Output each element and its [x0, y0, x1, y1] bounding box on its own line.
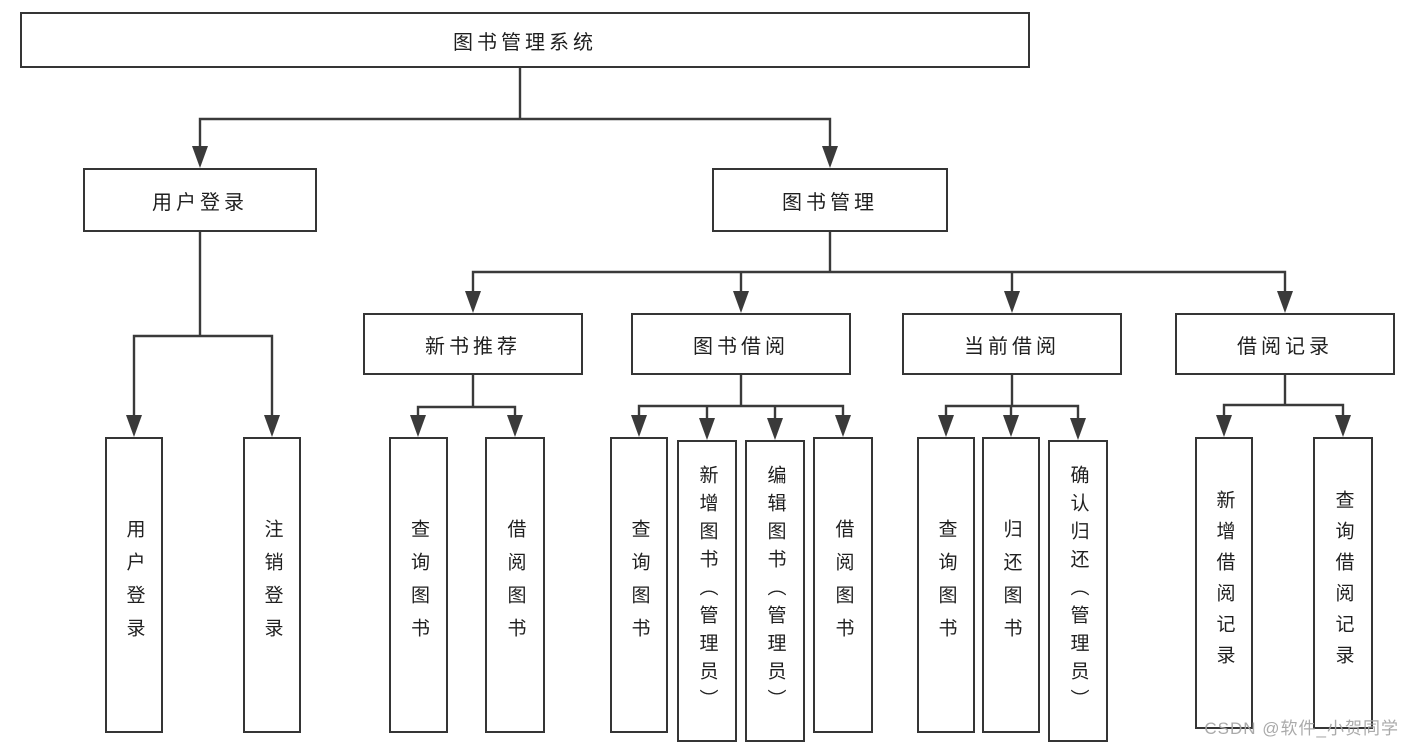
node-label: 查询借阅记录 — [1332, 490, 1354, 676]
node-user-login: 用户登录 — [83, 168, 317, 232]
leaf-user-login: 用户登录 — [105, 437, 163, 733]
leaf-edit-book-admin: 编辑图书（管理员） — [745, 440, 805, 742]
node-label: 确认归还（管理员） — [1067, 465, 1089, 717]
node-label: 新增借阅记录 — [1213, 490, 1235, 676]
node-label: 查询图书 — [935, 519, 957, 651]
leaf-borrow-books-borrowing: 借阅图书 — [813, 437, 873, 733]
node-label: 新书推荐 — [425, 335, 521, 358]
node-new-book-recommend: 新书推荐 — [363, 313, 583, 375]
node-book-borrowing: 图书借阅 — [631, 313, 851, 375]
leaf-return-books: 归还图书 — [982, 437, 1040, 733]
leaf-query-books-current: 查询图书 — [917, 437, 975, 733]
leaf-confirm-return-admin: 确认归还（管理员） — [1048, 440, 1108, 742]
node-label: 注销登录 — [261, 519, 283, 651]
node-label: 用户登录 — [152, 191, 248, 214]
leaf-query-borrow-record: 查询借阅记录 — [1313, 437, 1373, 729]
node-label: 借阅记录 — [1237, 335, 1333, 358]
leaf-borrow-books-recommend: 借阅图书 — [485, 437, 545, 733]
node-book-management: 图书管理 — [712, 168, 948, 232]
node-label: 借阅图书 — [504, 519, 526, 651]
node-label: 归还图书 — [1000, 519, 1022, 651]
node-label: 新增图书（管理员） — [696, 465, 718, 717]
leaf-query-books-recommend: 查询图书 — [389, 437, 448, 733]
leaf-add-book-admin: 新增图书（管理员） — [677, 440, 737, 742]
leaf-query-books-borrowing: 查询图书 — [610, 437, 668, 733]
leaf-logout: 注销登录 — [243, 437, 301, 733]
node-label: 查询图书 — [408, 519, 429, 651]
node-label: 图书借阅 — [693, 335, 789, 358]
node-label: 查询图书 — [628, 519, 650, 651]
node-label: 图书管理系统 — [453, 31, 597, 54]
node-label: 用户登录 — [123, 519, 145, 651]
node-label: 借阅图书 — [832, 519, 854, 651]
node-borrowing-records: 借阅记录 — [1175, 313, 1395, 375]
node-label: 当前借阅 — [964, 335, 1060, 358]
node-label: 编辑图书（管理员） — [764, 465, 786, 717]
node-current-borrowing: 当前借阅 — [902, 313, 1122, 375]
csdn-watermark: CSDN @软件_小贺同学 — [1204, 719, 1399, 738]
node-library-management-system: 图书管理系统 — [20, 12, 1030, 68]
leaf-add-borrow-record: 新增借阅记录 — [1195, 437, 1253, 729]
node-label: 图书管理 — [782, 191, 878, 214]
arrowheads — [126, 146, 1351, 440]
